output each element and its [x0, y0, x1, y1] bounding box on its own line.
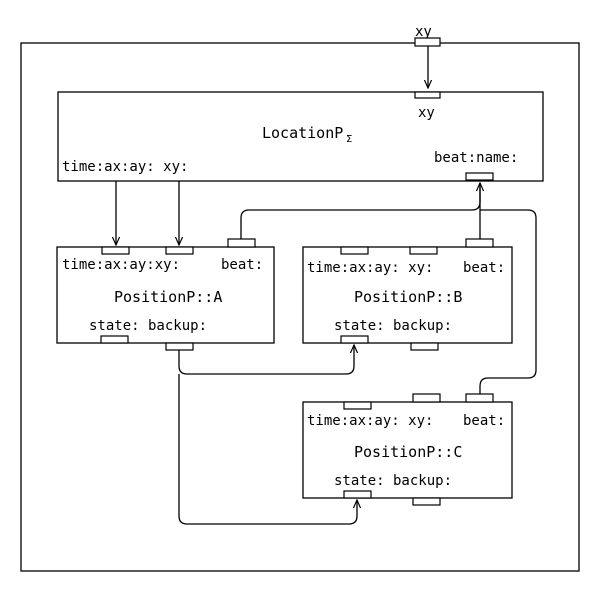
position-c-box	[302, 401, 513, 499]
position-b-xy-port[interactable]	[409, 246, 438, 255]
position-b-beat-port[interactable]	[465, 238, 494, 248]
position-b-top-ports: time:ax:ay: xy:	[307, 260, 433, 276]
position-b-backup-port[interactable]	[410, 342, 439, 351]
location-title: LocationP	[262, 124, 343, 142]
position-c-bottom-ports: state: backup:	[334, 473, 452, 489]
position-b-box	[302, 246, 513, 344]
outer-xy-label: xy	[415, 24, 432, 40]
position-a-state-port[interactable]	[100, 335, 129, 344]
position-c-time-port[interactable]	[343, 401, 372, 410]
position-a-backup-port[interactable]	[165, 342, 194, 351]
location-xy-label: xy	[418, 105, 435, 121]
location-box	[57, 91, 544, 182]
position-b-title: PositionP::B	[354, 288, 462, 306]
location-subscript: Σ	[346, 134, 352, 145]
location-bottom-left-ports: time:ax:ay: xy:	[62, 159, 188, 175]
location-name-port[interactable]	[465, 172, 494, 181]
location-xy-port[interactable]	[414, 91, 441, 99]
position-c-backup-port[interactable]	[412, 497, 441, 506]
position-c-state-port[interactable]	[343, 490, 372, 499]
position-a-xy-port[interactable]	[165, 246, 194, 255]
wire-c-beat-to-location	[479, 209, 537, 394]
position-c-top-ports: time:ax:ay: xy:	[307, 413, 433, 429]
position-a-beat-port[interactable]	[227, 238, 256, 248]
position-a-bottom-ports: state: backup:	[89, 318, 207, 334]
position-a-time-port[interactable]	[101, 246, 130, 255]
position-b-beat-label: beat:	[463, 260, 505, 276]
wire-a-backup-to-c-state	[178, 374, 357, 525]
position-b-state-port[interactable]	[340, 335, 369, 344]
position-a-title: PositionP::A	[114, 288, 222, 306]
position-a-beat-label: beat:	[221, 257, 263, 273]
position-b-bottom-ports: state: backup:	[334, 318, 452, 334]
position-a-top-ports: time:ax:ay:xy:	[62, 257, 180, 273]
position-c-beat-label: beat:	[463, 413, 505, 429]
location-bottom-right-ports: beat:name:	[434, 150, 518, 166]
position-c-beat-port[interactable]	[465, 393, 494, 403]
position-a-box	[56, 246, 275, 344]
position-c-title: PositionP::C	[354, 443, 462, 461]
wire-a-backup-to-b-state	[178, 345, 354, 375]
position-c-xy-port[interactable]	[412, 393, 441, 403]
position-b-time-port[interactable]	[340, 246, 369, 255]
outer-xy-port[interactable]	[414, 37, 441, 47]
